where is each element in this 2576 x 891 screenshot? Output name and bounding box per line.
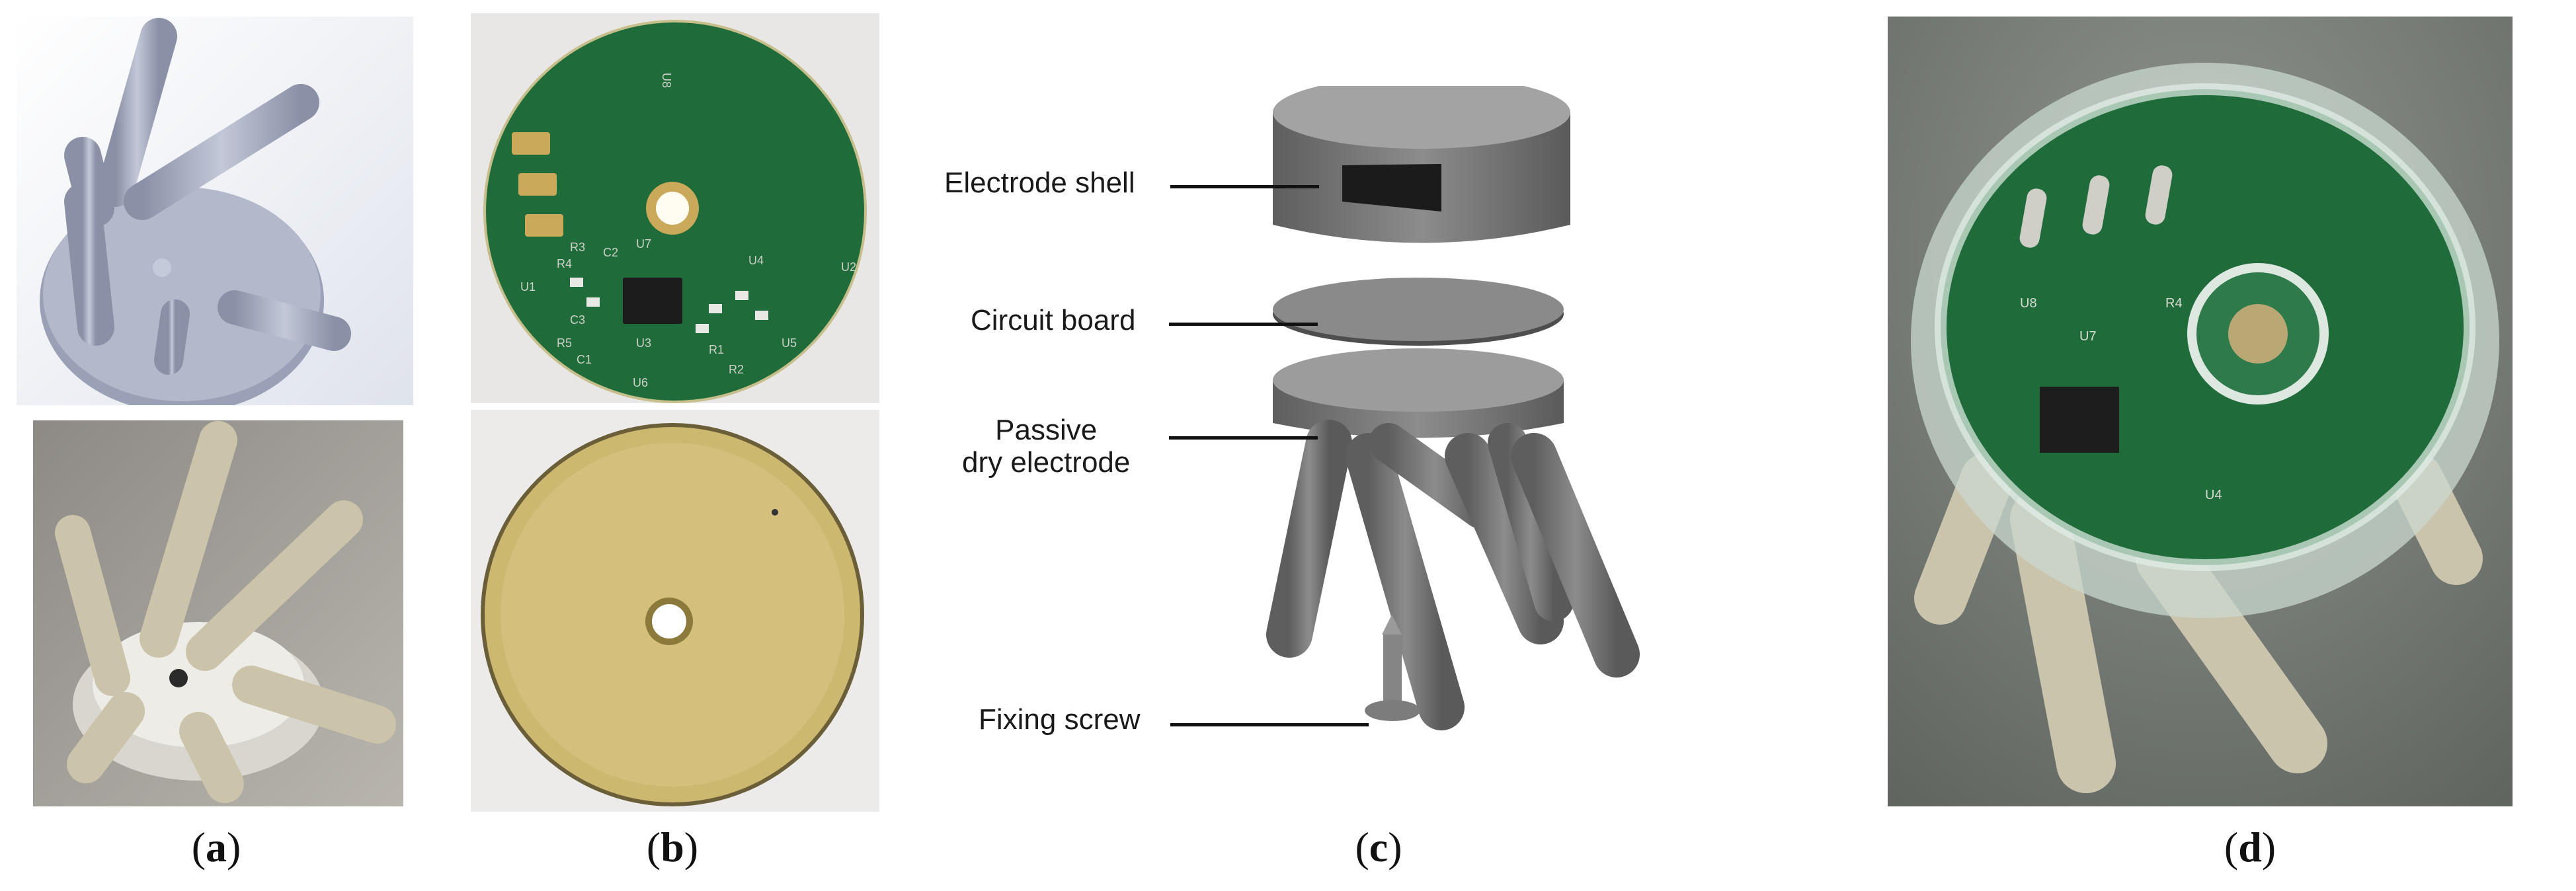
cad-electrode-model <box>17 17 413 405</box>
caption-b-letter: b <box>661 824 684 871</box>
silk-r1: R1 <box>709 343 724 356</box>
panel-d-assembled-photo: U8 U7 R4 U4 <box>1888 17 2513 806</box>
silk-r4: R4 <box>557 257 572 270</box>
leader-fixing-screw <box>1170 723 1369 726</box>
pcb-gold-electrode-photo <box>471 410 879 812</box>
caption-c-letter: c <box>1369 824 1389 871</box>
callout-dry-line2: dry electrode <box>962 446 1131 479</box>
silk-u6: U6 <box>633 376 648 389</box>
caption-c: (c) <box>1355 824 1402 871</box>
silk-d-u8: U8 <box>2020 296 2037 311</box>
printed-electrode-photo <box>33 420 403 806</box>
silk-u7: U7 <box>636 237 651 251</box>
silk-r5: R5 <box>557 336 572 350</box>
silk-u5: U5 <box>782 336 797 350</box>
silk-u1: U1 <box>520 280 536 293</box>
callout-fixing-screw: Fixing screw <box>979 703 1141 736</box>
silk-u8: U8 <box>660 73 673 88</box>
silk-r2: R2 <box>729 363 744 376</box>
callout-circuit-board: Circuit board <box>971 304 1136 336</box>
caption-b: (b) <box>646 824 699 871</box>
silk-u2: U2 <box>841 260 856 274</box>
silk-d-u4: U4 <box>2205 488 2222 502</box>
leader-electrode-shell <box>1170 185 1319 188</box>
silk-r3: R3 <box>570 241 585 254</box>
callout-passive-dry-electrode: Passive dry electrode <box>962 414 1130 479</box>
leader-passive-dry-electrode <box>1169 436 1318 440</box>
panel-a-cad-model <box>17 17 413 405</box>
silk-d-r4: R4 <box>2165 296 2183 311</box>
silk-u3: U3 <box>636 336 651 350</box>
silk-c2: C2 <box>603 246 618 259</box>
callout-dry-line1: Passive <box>995 414 1098 446</box>
silk-u4: U4 <box>748 254 764 267</box>
silk-d-u7: U7 <box>2079 329 2097 344</box>
leader-circuit-board <box>1169 323 1318 326</box>
panel-b-pcb-top: U8 U7 C2 R3 R4 U1 U4 U2 C3 R5 C1 U3 U5 R… <box>471 13 879 403</box>
exploded-assembly-render <box>1266 86 1640 730</box>
silk-c3: C3 <box>570 313 585 327</box>
assembled-electrode-photo: U8 U7 R4 U4 <box>1888 17 2513 806</box>
callout-electrode-shell: Electrode shell <box>944 167 1135 199</box>
caption-a: (a) <box>191 824 241 871</box>
panel-b-pcb-bottom <box>471 410 879 812</box>
panel-a-printed-photo <box>33 420 403 806</box>
pcb-top-photo: U8 U7 C2 R3 R4 U1 U4 U2 C3 R5 C1 U3 U5 R… <box>471 13 879 403</box>
caption-d-letter: d <box>2238 824 2262 871</box>
caption-d: (d) <box>2224 824 2276 871</box>
silk-c1: C1 <box>577 353 592 366</box>
panel-c-exploded-view <box>1243 86 1838 780</box>
caption-a-letter: a <box>206 824 227 871</box>
